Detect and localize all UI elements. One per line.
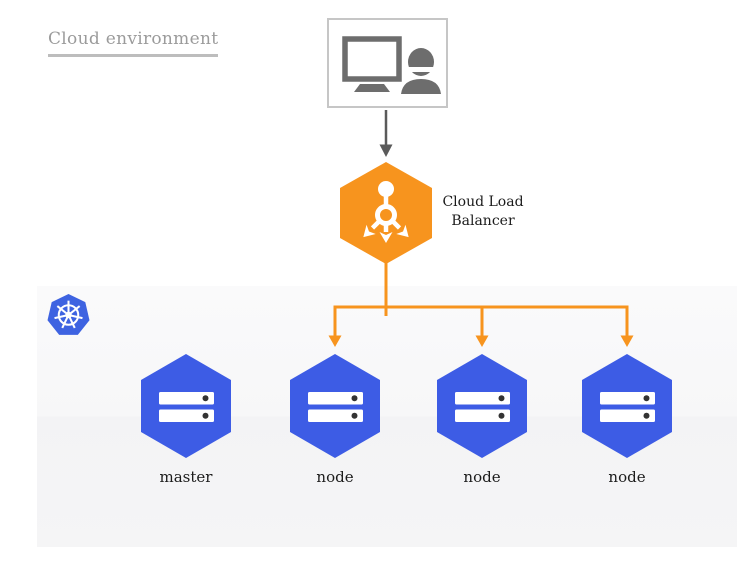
- node-hexagon-1: [290, 354, 380, 458]
- page-title: Cloud environment: [48, 29, 219, 57]
- monitor-icon: [342, 36, 402, 82]
- server-icon: [600, 392, 655, 422]
- server-icon: [159, 392, 214, 422]
- node-hexagon-shape: [437, 354, 527, 458]
- kubernetes-logo-icon: [47, 294, 90, 335]
- node-hexagon-2: [437, 354, 527, 458]
- server-icon: [308, 392, 363, 422]
- node-hexagon-master: [141, 354, 231, 458]
- person-head-band: [406, 67, 436, 72]
- load-balancer-hexagon-shape: [340, 162, 432, 264]
- user-to-lb-arrowhead: [379, 144, 393, 157]
- node-hexagon-3: [582, 354, 672, 458]
- node-label-master: master: [159, 468, 213, 486]
- node-hexagon-shape: [582, 354, 672, 458]
- load-balancer-label: Cloud Load Balancer: [442, 194, 524, 229]
- node-label-1: node: [316, 468, 354, 486]
- user-workstation-box: [327, 18, 448, 108]
- node-hexagon-shape: [290, 354, 380, 458]
- person-shoulders-icon: [401, 79, 441, 94]
- kubernetes-helm-icon: [54, 300, 83, 329]
- node-hexagon-shape: [141, 354, 231, 458]
- node-label-2: node: [463, 468, 501, 486]
- load-balancer-hexagon: [340, 162, 432, 264]
- server-icon: [455, 392, 510, 422]
- monitor-stand-icon: [354, 84, 390, 92]
- load-balancer-icon: [363, 181, 409, 243]
- node-label-3: node: [608, 468, 646, 486]
- workstation-user-icon: [342, 36, 441, 94]
